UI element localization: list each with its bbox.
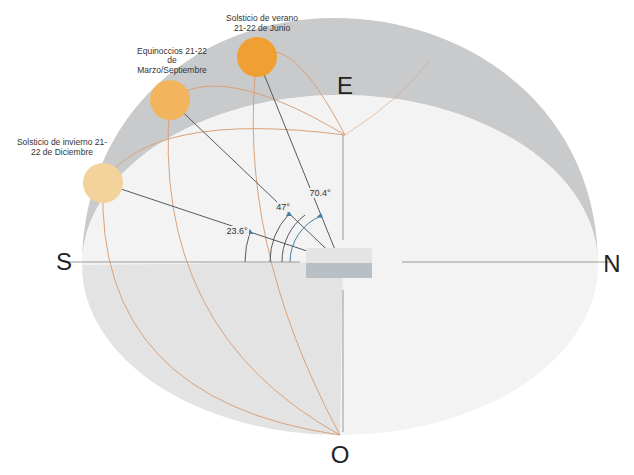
summer-angle: 70.4° — [308, 188, 331, 198]
compass-east: E — [337, 72, 353, 100]
observer-box-top — [306, 248, 372, 263]
sun-rays — [103, 57, 340, 262]
compass-west: O — [331, 441, 350, 469]
sun-circle — [83, 163, 123, 203]
sun-circle — [150, 80, 190, 120]
ground-shade — [82, 262, 343, 435]
compass-north: N — [603, 250, 620, 278]
sun-disc — [237, 37, 277, 77]
equinox-sun: Equinoccios 21-22 de Marzo/Septiembre — [150, 80, 190, 120]
sun-disc — [150, 80, 190, 120]
sun-label: Solsticio de invierno 21-22 de Diciembre — [14, 138, 110, 158]
equinox-angle: 47° — [275, 202, 291, 212]
angle-arrowheads — [247, 211, 323, 234]
sun-circle — [237, 37, 277, 77]
sun-path-arcs — [103, 51, 430, 435]
summer-solstice-sun: Solsticio de verano 21-22 de Junio — [237, 37, 277, 77]
sun-label: Equinoccios 21-22 de Marzo/Septiembre — [137, 47, 207, 76]
sun-disc — [83, 163, 123, 203]
sun-label: Solsticio de verano 21-22 de Junio — [222, 14, 302, 34]
ground-plane — [82, 95, 598, 435]
axes — [65, 135, 612, 432]
compass-south: S — [56, 248, 72, 276]
winter-angle: 23.6° — [225, 226, 248, 236]
observer-box-bottom — [306, 263, 372, 278]
winter-solstice-sun: Solsticio de invierno 21-22 de Diciembre — [83, 163, 123, 203]
